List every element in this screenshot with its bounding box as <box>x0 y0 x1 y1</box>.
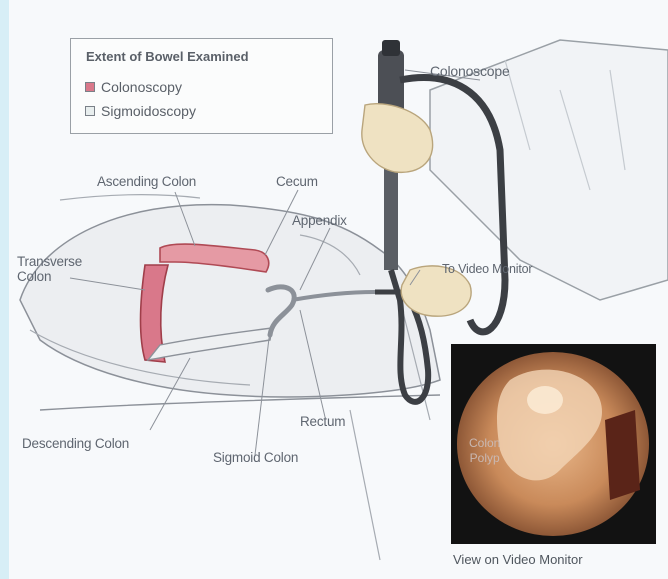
label-colonoscope: Colonoscope <box>430 64 510 79</box>
upper-glove <box>362 104 433 173</box>
label-appendix: Appendix <box>292 213 347 228</box>
physician-sleeve <box>430 40 668 300</box>
label-sigmoid-colon: Sigmoid Colon <box>213 450 298 465</box>
label-transverse-colon: Transverse Colon <box>17 254 82 284</box>
label-ascending-colon: Ascending Colon <box>97 174 196 189</box>
legend-label-sigmoidoscopy: Sigmoidoscopy <box>101 103 196 119</box>
left-border <box>0 0 9 579</box>
label-colon-polyp: Colon Polyp <box>469 436 500 466</box>
legend-item-colonoscopy: Colonoscopy <box>85 79 182 95</box>
label-to-video-monitor: To Video Monitor <box>442 262 532 277</box>
label-descending-colon: Descending Colon <box>22 436 129 451</box>
legend-box: Extent of Bowel Examined Colonoscopy Sig… <box>70 38 333 134</box>
label-rectum: Rectum <box>300 414 345 429</box>
legend-label-colonoscopy: Colonoscopy <box>101 79 182 95</box>
colonoscopy-swatch <box>85 82 95 92</box>
legend-title: Extent of Bowel Examined <box>86 49 249 64</box>
sigmoidoscopy-swatch <box>85 106 95 116</box>
monitor-dark-lumen <box>605 410 640 500</box>
legend-item-sigmoidoscopy: Sigmoidoscopy <box>85 103 196 119</box>
label-monitor-caption: View on Video Monitor <box>453 552 583 567</box>
label-cecum: Cecum <box>276 174 318 189</box>
patient-body <box>20 205 440 397</box>
